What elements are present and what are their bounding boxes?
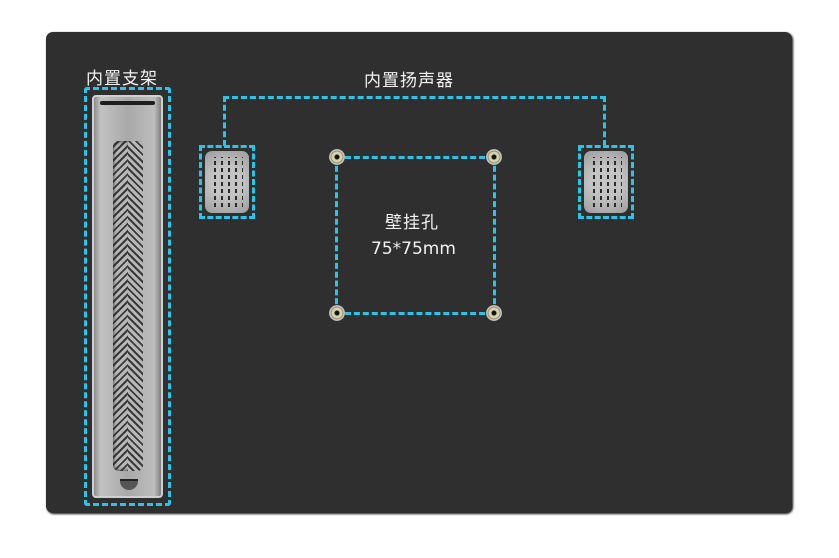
mount-right-line <box>493 157 496 313</box>
mount-hole-icon <box>329 305 345 321</box>
speaker-connector-right <box>603 96 606 146</box>
right-speaker-outline <box>578 145 634 219</box>
built-in-stand <box>92 95 163 498</box>
mount-hole-icon <box>486 305 502 321</box>
bracket-label: 内置支架 <box>86 69 158 89</box>
bracket-grip-pattern <box>113 141 143 471</box>
mount-hole-icon <box>486 149 502 165</box>
mount-label: 壁挂孔 <box>385 213 439 233</box>
mount-left-line <box>335 157 338 313</box>
bracket-outline <box>84 87 171 506</box>
bracket-foot <box>120 479 138 490</box>
mount-hole-icon <box>329 149 345 165</box>
speaker-connector-left <box>223 96 226 146</box>
mount-bottom-line <box>336 312 494 315</box>
speaker-label: 内置扬声器 <box>364 71 454 91</box>
right-speaker-grille <box>584 151 628 213</box>
left-speaker-grille <box>205 151 249 213</box>
speaker-connector-line <box>223 96 606 99</box>
left-speaker-outline <box>199 145 255 219</box>
bracket-top-edge <box>100 101 155 105</box>
mount-size: 75*75mm <box>371 239 456 259</box>
mount-top-line <box>336 156 494 159</box>
